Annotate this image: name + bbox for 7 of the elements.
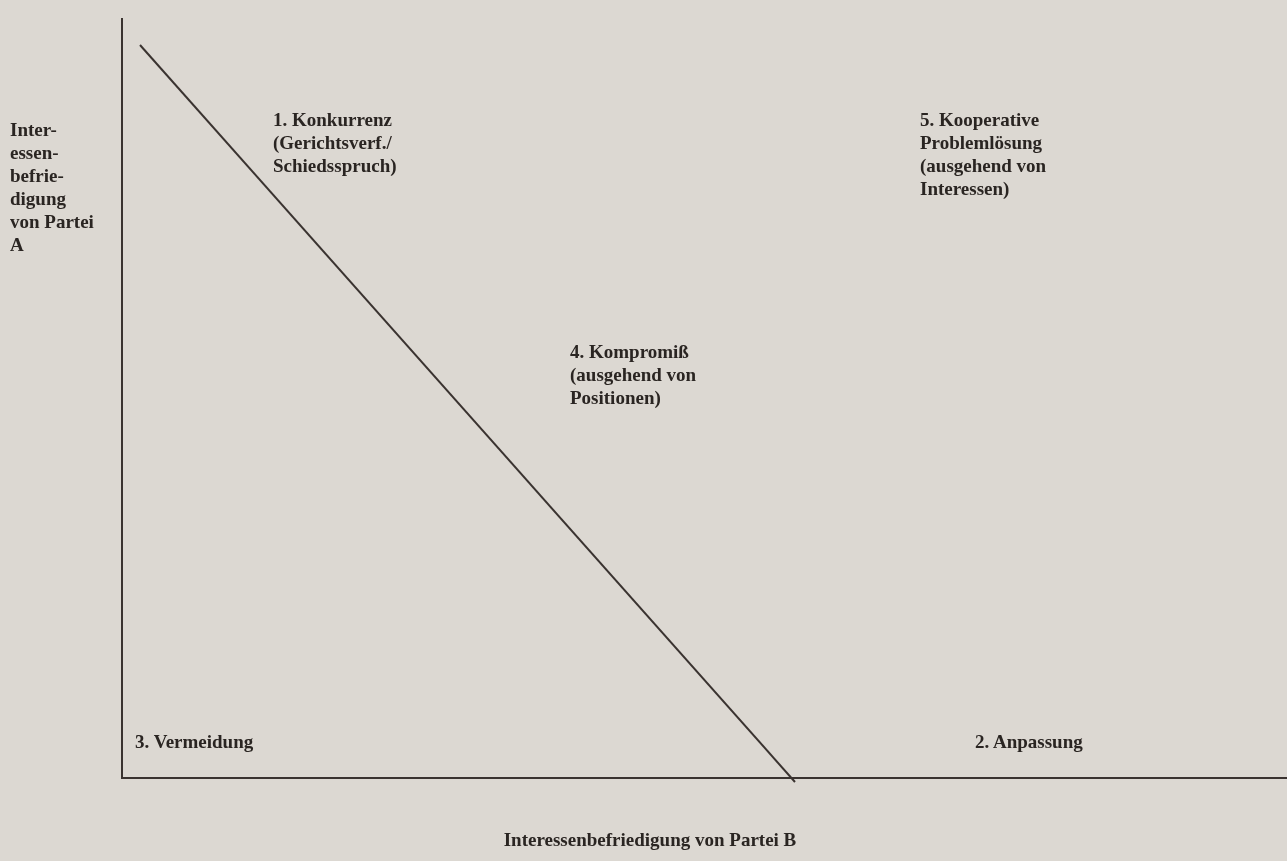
axis-title: Inter- essen- befrie- digung von Partei A [10, 118, 95, 256]
region-label: 1. Konkurrenz (Gerichtsverf./ Schiedsspruch) [273, 108, 398, 177]
axis-title: Interessenbefriedigung von Partei B [502, 828, 798, 851]
region-label: 2. Anpassung [975, 730, 1084, 753]
region-label: 5. Kooperative Problemlösung (ausgehend von Interessen) [920, 108, 1048, 200]
region-label: 4. Kompromiß (ausgehend von Positionen) [570, 340, 698, 409]
region-label: 3. Vermeidung [135, 730, 255, 753]
